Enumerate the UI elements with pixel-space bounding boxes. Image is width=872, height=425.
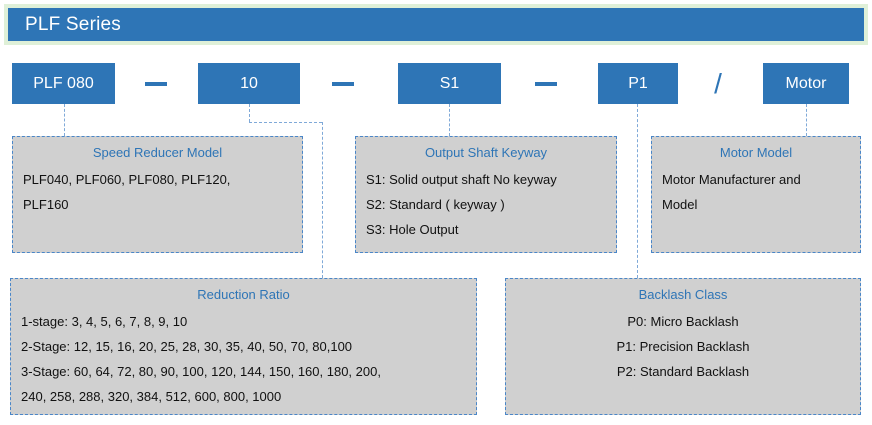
info-line: P2: Standard Backlash <box>616 364 750 379</box>
info-line: 2-Stage: 12, 15, 16, 20, 25, 28, 30, 35,… <box>21 339 353 354</box>
connector-motor <box>806 104 807 136</box>
connector-ratio-seg1 <box>249 104 250 122</box>
info-title-motor-model: Motor Model <box>719 145 793 160</box>
page-title-bar: PLF Series <box>8 8 864 41</box>
info-line: Model <box>662 197 698 212</box>
code-segment-backlash[interactable]: P1 <box>598 63 678 104</box>
connector-ratio-seg2 <box>249 122 322 123</box>
connector-keyway <box>449 104 450 136</box>
info-line: 3-Stage: 60, 64, 72, 80, 90, 100, 120, 1… <box>21 364 381 379</box>
separator-dash-1 <box>145 63 167 104</box>
info-title-backlash-class: Backlash Class <box>638 287 728 302</box>
info-title-reduction-ratio: Reduction Ratio <box>197 287 290 302</box>
code-segment-ratio[interactable]: 10 <box>198 63 300 104</box>
connector-backlash <box>637 104 638 278</box>
separator-dash-2 <box>332 63 354 104</box>
info-line: 1-stage: 3, 4, 5, 6, 7, 8, 9, 10 <box>21 314 188 329</box>
info-box-speed-reducer-model: Speed Reducer Model PLF040, PLF060, PLF0… <box>12 136 303 253</box>
connector-model <box>64 104 65 136</box>
code-segment-model[interactable]: PLF 080 <box>12 63 115 104</box>
info-box-backlash-class: Backlash Class P0: Micro Backlash P1: Pr… <box>505 278 861 415</box>
info-line: Motor Manufacturer and <box>662 172 801 187</box>
page-title-band: PLF Series <box>4 4 868 45</box>
page-title: PLF Series <box>25 14 121 35</box>
info-body-backlash-class: P0: Micro Backlash P1: Precision Backlas… <box>516 309 850 384</box>
info-title-output-shaft-keyway: Output Shaft Keyway <box>424 145 548 160</box>
info-line: S3: Hole Output <box>366 222 459 237</box>
code-segment-keyway[interactable]: S1 <box>398 63 501 104</box>
info-box-reduction-ratio: Reduction Ratio 1-stage: 3, 4, 5, 6, 7, … <box>10 278 477 415</box>
info-line: PLF160 <box>23 197 69 212</box>
connector-ratio-seg3 <box>322 122 323 278</box>
code-segment-motor[interactable]: Motor <box>763 63 849 104</box>
separator-dash-3 <box>535 63 557 104</box>
info-line: P0: Micro Backlash <box>627 314 739 329</box>
info-body-reduction-ratio: 1-stage: 3, 4, 5, 6, 7, 8, 9, 10 2-Stage… <box>21 309 466 409</box>
info-body-speed-reducer-model: PLF040, PLF060, PLF080, PLF120, PLF160 <box>23 167 292 217</box>
info-line: PLF040, PLF060, PLF080, PLF120, <box>23 172 231 187</box>
separator-slash: / <box>714 68 722 99</box>
info-box-output-shaft-keyway: Output Shaft Keyway S1: Solid output sha… <box>355 136 617 253</box>
info-line: S2: Standard ( keyway ) <box>366 197 505 212</box>
info-line: 240, 258, 288, 320, 384, 512, 600, 800, … <box>21 389 282 404</box>
info-line: P1: Precision Backlash <box>616 339 750 354</box>
info-body-motor-model: Motor Manufacturer and Model <box>662 167 850 217</box>
info-body-output-shaft-keyway: S1: Solid output shaft No keyway S2: Sta… <box>366 167 606 242</box>
info-box-motor-model: Motor Model Motor Manufacturer and Model <box>651 136 861 253</box>
info-title-speed-reducer-model: Speed Reducer Model <box>92 145 223 160</box>
info-line: S1: Solid output shaft No keyway <box>366 172 557 187</box>
